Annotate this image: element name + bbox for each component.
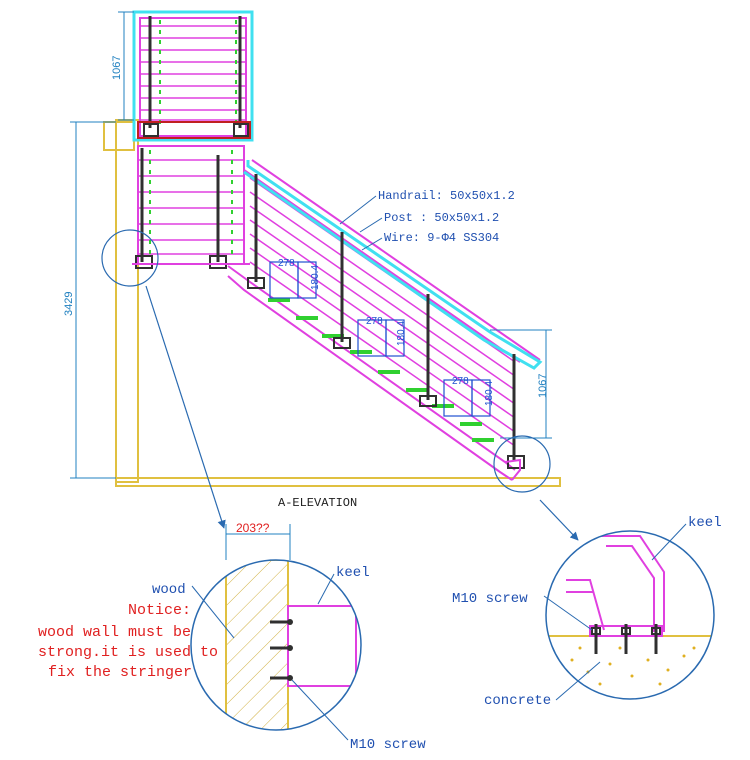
detail-left-keel-label: keel — [336, 565, 370, 581]
detail-right-concrete-leader — [555, 661, 601, 701]
detail-left-keel-leader — [317, 573, 335, 605]
post-label: Post : 50x50x1.2 — [384, 211, 499, 225]
detail-right-concrete-label: concrete — [484, 693, 551, 709]
tread-dim-2: 278 — [366, 316, 383, 327]
notice-line-3: fix the stringer — [48, 664, 192, 681]
detail-right-keel-label: keel — [688, 515, 722, 531]
ground-slab — [115, 477, 561, 487]
riser-dim-1: 180.4 — [310, 265, 321, 290]
total-height: 3429 — [63, 292, 75, 316]
detail-right-circle — [545, 530, 715, 700]
wood-label: wood — [152, 582, 186, 598]
tread-dim-1: 278 — [278, 258, 295, 269]
detail-right-screw-leader — [543, 595, 593, 631]
detail-left-circle — [190, 559, 362, 731]
detail-left-wood-wall — [190, 559, 362, 731]
post-base-plates — [247, 277, 525, 469]
notice-title: Notice: — [128, 602, 191, 619]
dim-top-rail — [118, 11, 134, 121]
right-rail-height: 1067 — [537, 374, 549, 398]
wood-leader — [191, 585, 235, 639]
notice-line-1: wood wall must be — [38, 624, 191, 641]
dim-right-rail — [490, 329, 552, 439]
posts — [254, 174, 516, 460]
tread-dim-3: 278 — [452, 376, 469, 387]
stringer-foot — [504, 458, 521, 481]
riser-dim-3: 180.4 — [484, 381, 495, 406]
step-dimension-boxes — [269, 261, 491, 417]
detail-right-base — [545, 530, 715, 700]
callout-circle-left — [101, 229, 159, 287]
main-stringer — [132, 159, 541, 481]
dim-total-height — [70, 121, 116, 479]
handrail-label: Handrail: 50x50x1.2 — [378, 189, 515, 203]
label-leaders — [339, 195, 383, 251]
detail-left-screw-label: M10 screw — [350, 737, 426, 753]
callout-leader-left — [145, 285, 226, 529]
dim-wall-width — [225, 524, 291, 560]
handrail — [243, 160, 543, 370]
elevation-title: A-ELEVATION — [278, 496, 357, 510]
detail-right-screw-label: M10 screw — [452, 591, 528, 607]
wall-width: 203?? — [236, 521, 270, 535]
detail-right-keel-leader — [651, 523, 687, 561]
wire-label: Wire: 9-Φ4 SS304 — [384, 231, 499, 245]
wire-infill — [249, 177, 516, 447]
treads — [268, 298, 494, 442]
callout-leader-right — [539, 499, 579, 541]
top-rail-height: 1067 — [111, 56, 123, 80]
wood-wall — [103, 119, 139, 483]
upper-flight — [135, 145, 245, 269]
notice-line-2: strong.it is used to — [38, 644, 218, 661]
callout-circle-right — [493, 435, 551, 493]
detail-left-screw-leader — [291, 679, 349, 741]
riser-dim-2: 180.4 — [396, 321, 407, 346]
upper-railing — [132, 10, 254, 142]
